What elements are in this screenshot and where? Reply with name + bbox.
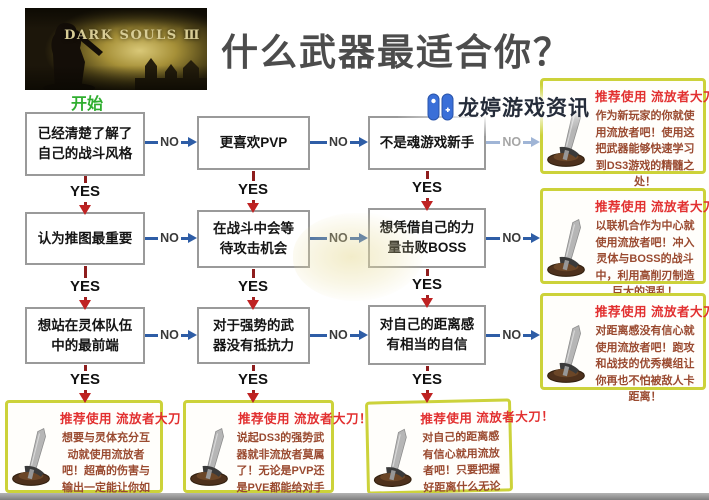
- arrow-right-icon: [531, 137, 540, 147]
- no-connector-7: NO: [145, 327, 197, 343]
- no-connector-3: NO: [486, 134, 540, 150]
- joycon-logo-icon: [427, 93, 454, 121]
- recommendation-box-bottom-right: 推荐使用 流放者大刀！ 对自己的距离感有信心就用流放者吧！只要把握好距离什么无论…: [364, 398, 555, 500]
- no-label: NO: [328, 230, 348, 245]
- arrow-down-icon: [79, 204, 91, 215]
- decision-box-solo-boss: 想凭借自己的力量击败BOSS: [368, 208, 486, 268]
- exile-greatsword-icon: [373, 428, 412, 487]
- no-label: NO: [160, 134, 179, 149]
- recommendation-box-right-top: 推荐使用 流放者大刀！ 作为新玩家的你就使用流放者吧！使用这把武器能够快速学习到…: [540, 78, 709, 188]
- arrow-right-icon: [531, 233, 540, 243]
- recommendation-box-bottom-middle: 推荐使用 流放者大刀！ 说起DS3的强势武器就非流放者莫属了！无论是PVP还是P…: [183, 400, 372, 500]
- decision-box-not-newbie: 不是魂游戏新手: [368, 116, 486, 170]
- watermark: 龙婷游戏资讯: [427, 92, 590, 122]
- exile-greatsword-icon: [547, 218, 585, 277]
- decision-box-distance-confidence: 对自己的距离感有相当的自信: [368, 305, 486, 365]
- decision-box-map-progress: 认为推图最重要: [25, 212, 145, 265]
- no-connector-4: NO: [145, 230, 197, 246]
- arrow-right-icon: [188, 330, 197, 340]
- recommendation-body: 对距离感没有信心就使用流放者吧！跑攻和战技的优秀模组让你再也不怕被敌人卡距离！: [595, 325, 695, 403]
- recommendation-title: 推荐使用 流放者大刀！: [60, 412, 194, 426]
- no-label: NO: [502, 327, 522, 342]
- decision-box-combat-style: 已经清楚了解了自己的战斗风格: [25, 112, 145, 176]
- arrow-down-icon: [247, 392, 259, 403]
- recommendation-body: 对自己的距离感有信心就用流放者吧！只要把握好距离什么无论敌人都能够瞬间击杀！: [422, 430, 501, 500]
- arrow-right-icon: [359, 137, 368, 147]
- yes-connector-4: YES: [65, 266, 105, 310]
- page-title: 什么武器最适合你？: [221, 32, 572, 73]
- no-connector-9: NO: [486, 327, 540, 343]
- arrow-right-icon: [531, 330, 540, 340]
- yes-label: YES: [69, 371, 100, 388]
- exile-greatsword-icon: [190, 427, 228, 486]
- decision-box-strong-weapons: 对于强势的武器没有抵抗力: [197, 307, 310, 364]
- arrow-down-icon: [421, 392, 433, 403]
- no-label: NO: [160, 327, 179, 342]
- banner-game-title: DARK SOULS Ⅲ: [64, 28, 201, 43]
- yes-connector-7: YES: [65, 365, 105, 403]
- yes-label: YES: [411, 179, 442, 196]
- arrow-down-icon: [247, 299, 259, 310]
- no-label: NO: [502, 230, 522, 245]
- arrow-down-icon: [79, 299, 91, 310]
- bottom-border-strip: [0, 493, 709, 500]
- recommendation-box-right-bottom: 推荐使用 流放者大刀！ 对距离感没有信心就使用流放者吧！跑攻和战技的优秀模组让你…: [540, 293, 709, 403]
- start-label: 开始: [70, 96, 103, 113]
- exile-greatsword-icon: [547, 324, 585, 383]
- yes-connector-5: YES: [233, 269, 273, 310]
- yes-label: YES: [69, 183, 100, 200]
- recommendation-body: 作为新玩家的你就使用流放者吧！使用这把武器能够快速学习到DS3游戏的精髓之处！: [595, 110, 695, 188]
- arrow-down-icon: [79, 392, 91, 403]
- decision-box-front-of-team: 想站在灵体队伍中的最前端: [25, 307, 145, 364]
- arrow-right-icon: [359, 233, 368, 243]
- no-connector-1: NO: [145, 134, 197, 150]
- recommendation-body: 以联机合作为中心就使用流放者吧！冲入灵体与BOSS的战斗中，利用高削刃制造巨大的…: [595, 220, 695, 298]
- no-label: NO: [502, 134, 522, 149]
- no-connector-8: NO: [310, 327, 368, 343]
- recommendation-body: 想要与灵体充分互动就使用流放者吧！超高的伤害与输出一定能让你如虎添翼！: [62, 432, 150, 500]
- yes-label: YES: [411, 371, 442, 388]
- yes-connector-3: YES: [407, 171, 447, 211]
- recommendation-title: 推荐使用 流放者大刀！: [238, 412, 372, 426]
- arrow-right-icon: [359, 330, 368, 340]
- yes-label: YES: [411, 276, 442, 293]
- recommendation-title: 推荐使用 流放者大刀！: [595, 305, 709, 319]
- no-label: NO: [328, 327, 348, 342]
- no-label: NO: [160, 230, 179, 245]
- decision-box-prefer-pvp: 更喜欢PVP: [197, 116, 310, 170]
- recommendation-title: 推荐使用 流放者大刀！: [595, 90, 709, 104]
- decision-box-wait-attack: 在战斗中会等待攻击机会: [197, 210, 310, 268]
- watermark-text: 龙婷游戏资讯: [458, 97, 590, 120]
- recommendation-body: 说起DS3的强势武器就非流放者莫属了！无论是PVP还是PVE都能给对手带来惊喜！: [236, 432, 325, 500]
- no-connector-6: NO: [486, 230, 540, 246]
- yes-connector-8: YES: [233, 365, 273, 403]
- recommendation-box-right-middle: 推荐使用 流放者大刀！ 以联机合作为中心就使用流放者吧！冲入灵体与BOSS的战斗…: [540, 188, 709, 298]
- no-label: NO: [328, 134, 348, 149]
- arrow-down-icon: [421, 200, 433, 211]
- recommendation-box-bottom-left: 推荐使用 流放者大刀！ 想要与灵体充分互动就使用流放者吧！超高的伤害与输出一定能…: [5, 400, 194, 500]
- recommendation-title: 推荐使用 流放者大刀！: [595, 200, 709, 214]
- yes-label: YES: [237, 278, 268, 295]
- arrow-right-icon: [188, 137, 197, 147]
- no-connector-5: NO: [310, 230, 368, 246]
- yes-connector-2: YES: [233, 171, 273, 213]
- arrow-right-icon: [188, 233, 197, 243]
- yes-connector-6: YES: [407, 269, 447, 308]
- arrow-down-icon: [247, 202, 259, 213]
- yes-label: YES: [237, 181, 268, 198]
- no-connector-2: NO: [310, 134, 368, 150]
- banner-vignette: [25, 8, 207, 90]
- recommendation-title: 推荐使用 流放者大刀！: [420, 409, 555, 427]
- yes-connector-1: YES: [65, 176, 105, 215]
- ds3-banner-image: DARK SOULS Ⅲ: [25, 8, 207, 90]
- yes-label: YES: [237, 371, 268, 388]
- yes-label: YES: [69, 278, 100, 295]
- exile-greatsword-icon: [12, 427, 50, 486]
- arrow-down-icon: [421, 297, 433, 308]
- yes-connector-9: YES: [407, 366, 447, 403]
